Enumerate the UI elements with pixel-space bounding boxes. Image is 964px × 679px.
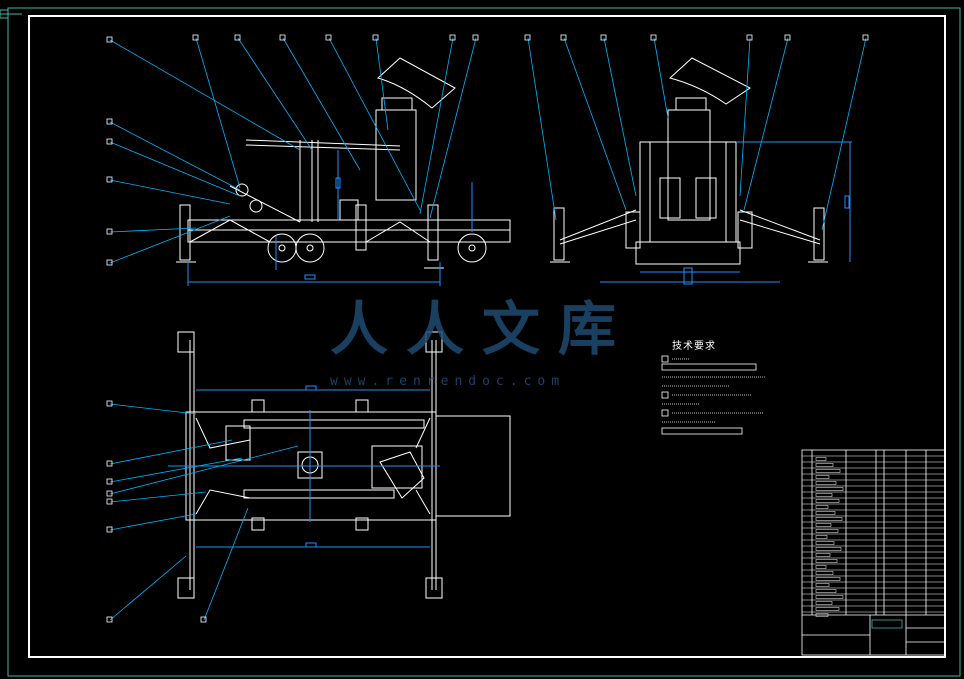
parts-list-cell-text [815,577,841,581]
leader-lines [109,37,867,621]
parts-list-cell-text [815,505,829,509]
technical-requirements [661,355,766,435]
parts-list-cell-text [815,463,834,467]
parts-list-cell-text [815,601,833,605]
side-wheel-1 [267,233,297,263]
side-hopper [377,57,456,109]
parts-list-cell-text [815,511,836,515]
watermark-url: www.renrendoc.com [330,374,566,389]
front-column [667,109,711,221]
technical-requirements-title: 技术要求 [672,341,716,352]
parts-list-cell-text [815,535,828,539]
side-column-top [381,97,413,111]
side-view-dimensions [187,150,473,286]
top-extension [435,415,511,517]
parts-list-cell-text [815,499,840,503]
parts-list-cell-text [815,607,840,611]
side-view [176,57,511,269]
parts-list-cell-text [815,517,843,521]
outer-sheet-border [7,7,961,677]
front-frame [639,141,737,243]
parts-list-cell-text [815,529,839,533]
parts-list-cell-text [815,457,827,461]
side-wheel-3 [457,233,487,263]
parts-list-cell-text [815,589,837,593]
parts-list-cell-text [815,553,831,557]
parts-list-cell-text [815,583,830,587]
origin-marker-box [0,9,9,19]
front-hopper [668,57,751,105]
parts-list-cell-text [815,547,842,551]
parts-list-cell-text [815,493,833,497]
parts-list-cell-text [815,523,832,527]
parts-list-cell-text [815,481,837,485]
side-column [375,109,417,201]
parts-list-rows [802,455,945,617]
side-wheel-2 [295,233,325,263]
parts-list-cell-text [815,613,829,617]
parts-list-cell-text [815,541,835,545]
parts-list-cell-text [815,475,830,479]
top-view-dimensions [168,385,440,548]
parts-list-cell-text [815,469,841,473]
parts-list-table [801,449,946,656]
front-view-dimensions [600,141,852,285]
balloon-markers [106,34,869,623]
parts-list-cell-text [815,565,827,569]
top-view [177,331,511,599]
parts-list-cell-text [815,571,834,575]
watermark-logo-text: 人人文库 [330,295,635,363]
parts-list-cell-text [815,487,844,491]
front-view [550,57,828,265]
parts-list-cell-text [815,559,838,563]
parts-list-cell-text [815,595,844,599]
drawing-frame [28,15,946,658]
